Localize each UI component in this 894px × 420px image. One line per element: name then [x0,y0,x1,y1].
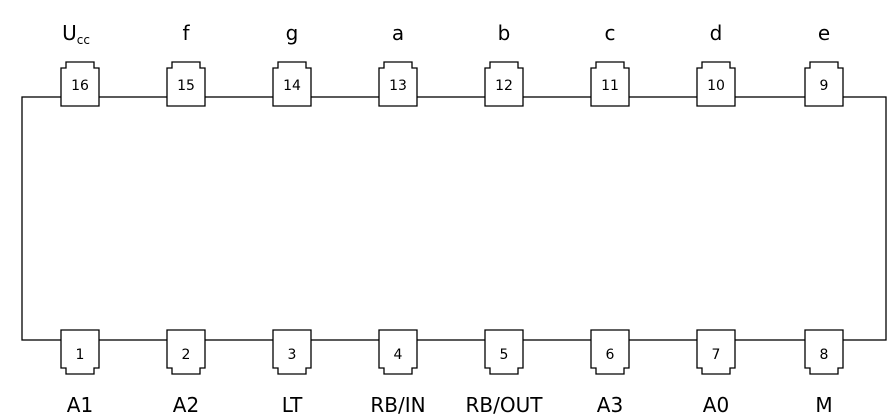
pin-label: RB/OUT [466,393,544,417]
pin-box [272,61,312,107]
pin-group: 16Ucc15f14g13a12b11c10d9e1A12A23LT4RB/IN… [60,21,844,417]
pin-box [696,61,736,107]
pin-number: 11 [601,78,619,94]
pin-number: 14 [283,78,301,94]
pin-bottom-1: 1A1 [60,329,100,417]
pin-label-main: f [182,21,190,45]
pin-number: 12 [495,78,513,94]
pin-number: 5 [500,347,509,363]
pin-label: A2 [173,393,199,417]
pin-top-10: 10 d [696,21,736,107]
pin-box [696,329,736,375]
pin-label: a [392,21,404,45]
pin-bottom-3: 3LT [272,329,312,417]
pin-label-main: c [605,21,616,45]
pin-box [590,329,630,375]
pin-box [60,329,100,375]
pin-label: c [605,21,616,45]
pin-bottom-6: 6A3 [590,329,630,417]
pin-number: 7 [712,347,721,363]
pin-box [166,61,206,107]
pin-label: f [182,21,190,45]
pin-number: 3 [288,347,297,363]
pin-label: LT [282,393,303,417]
pin-label-subscript: cc [77,33,90,47]
pin-bottom-2: 2A2 [166,329,206,417]
pin-label: A0 [703,393,729,417]
pin-box [484,329,524,375]
pin-number: 4 [394,347,403,363]
pin-top-14: 14 g [272,21,312,107]
pin-top-13: 13 a [378,21,418,107]
pin-label-main: g [286,21,299,45]
pin-number: 10 [707,78,725,94]
chip-body [21,96,887,341]
pin-number: 16 [71,78,89,94]
pin-top-15: 15 f [166,21,206,107]
pin-bottom-8: 8M [804,329,844,417]
pin-box [590,61,630,107]
pin-label: A1 [67,393,93,417]
pin-top-9: 9e [804,21,844,107]
pin-label: b [498,21,511,45]
pin-number: 2 [182,347,191,363]
pin-label: Ucc [62,21,90,47]
pin-label: RB/IN [370,393,425,417]
pin-label-main: U [62,21,77,45]
pin-top-12: 12 b [484,21,524,107]
pin-top-11: 11 c [590,21,630,107]
pin-number: 13 [389,78,407,94]
pin-box [378,329,418,375]
pin-box [378,61,418,107]
pin-label-main: e [818,21,830,45]
pin-number: 6 [606,347,615,363]
pin-box [60,61,100,107]
pin-number: 1 [76,347,85,363]
pin-box [804,61,844,107]
pin-box [484,61,524,107]
pin-label: M [815,393,832,417]
pin-label: d [710,21,723,45]
pin-box [804,329,844,375]
pin-number: 9 [820,78,829,94]
pin-box [272,329,312,375]
pin-bottom-4: 4RB/IN [370,329,426,417]
pin-box [166,329,206,375]
pin-label-main: b [498,21,511,45]
pin-label-main: d [710,21,723,45]
pin-number: 15 [177,78,195,94]
pin-number: 8 [820,347,829,363]
pin-label: g [286,21,299,45]
pin-bottom-7: 7A0 [696,329,736,417]
pin-label-main: a [392,21,404,45]
pin-label: A3 [597,393,623,417]
pin-label: e [818,21,830,45]
pin-top-16: 16 Ucc [60,21,100,107]
pin-bottom-5: 5RB/OUT [466,329,544,417]
